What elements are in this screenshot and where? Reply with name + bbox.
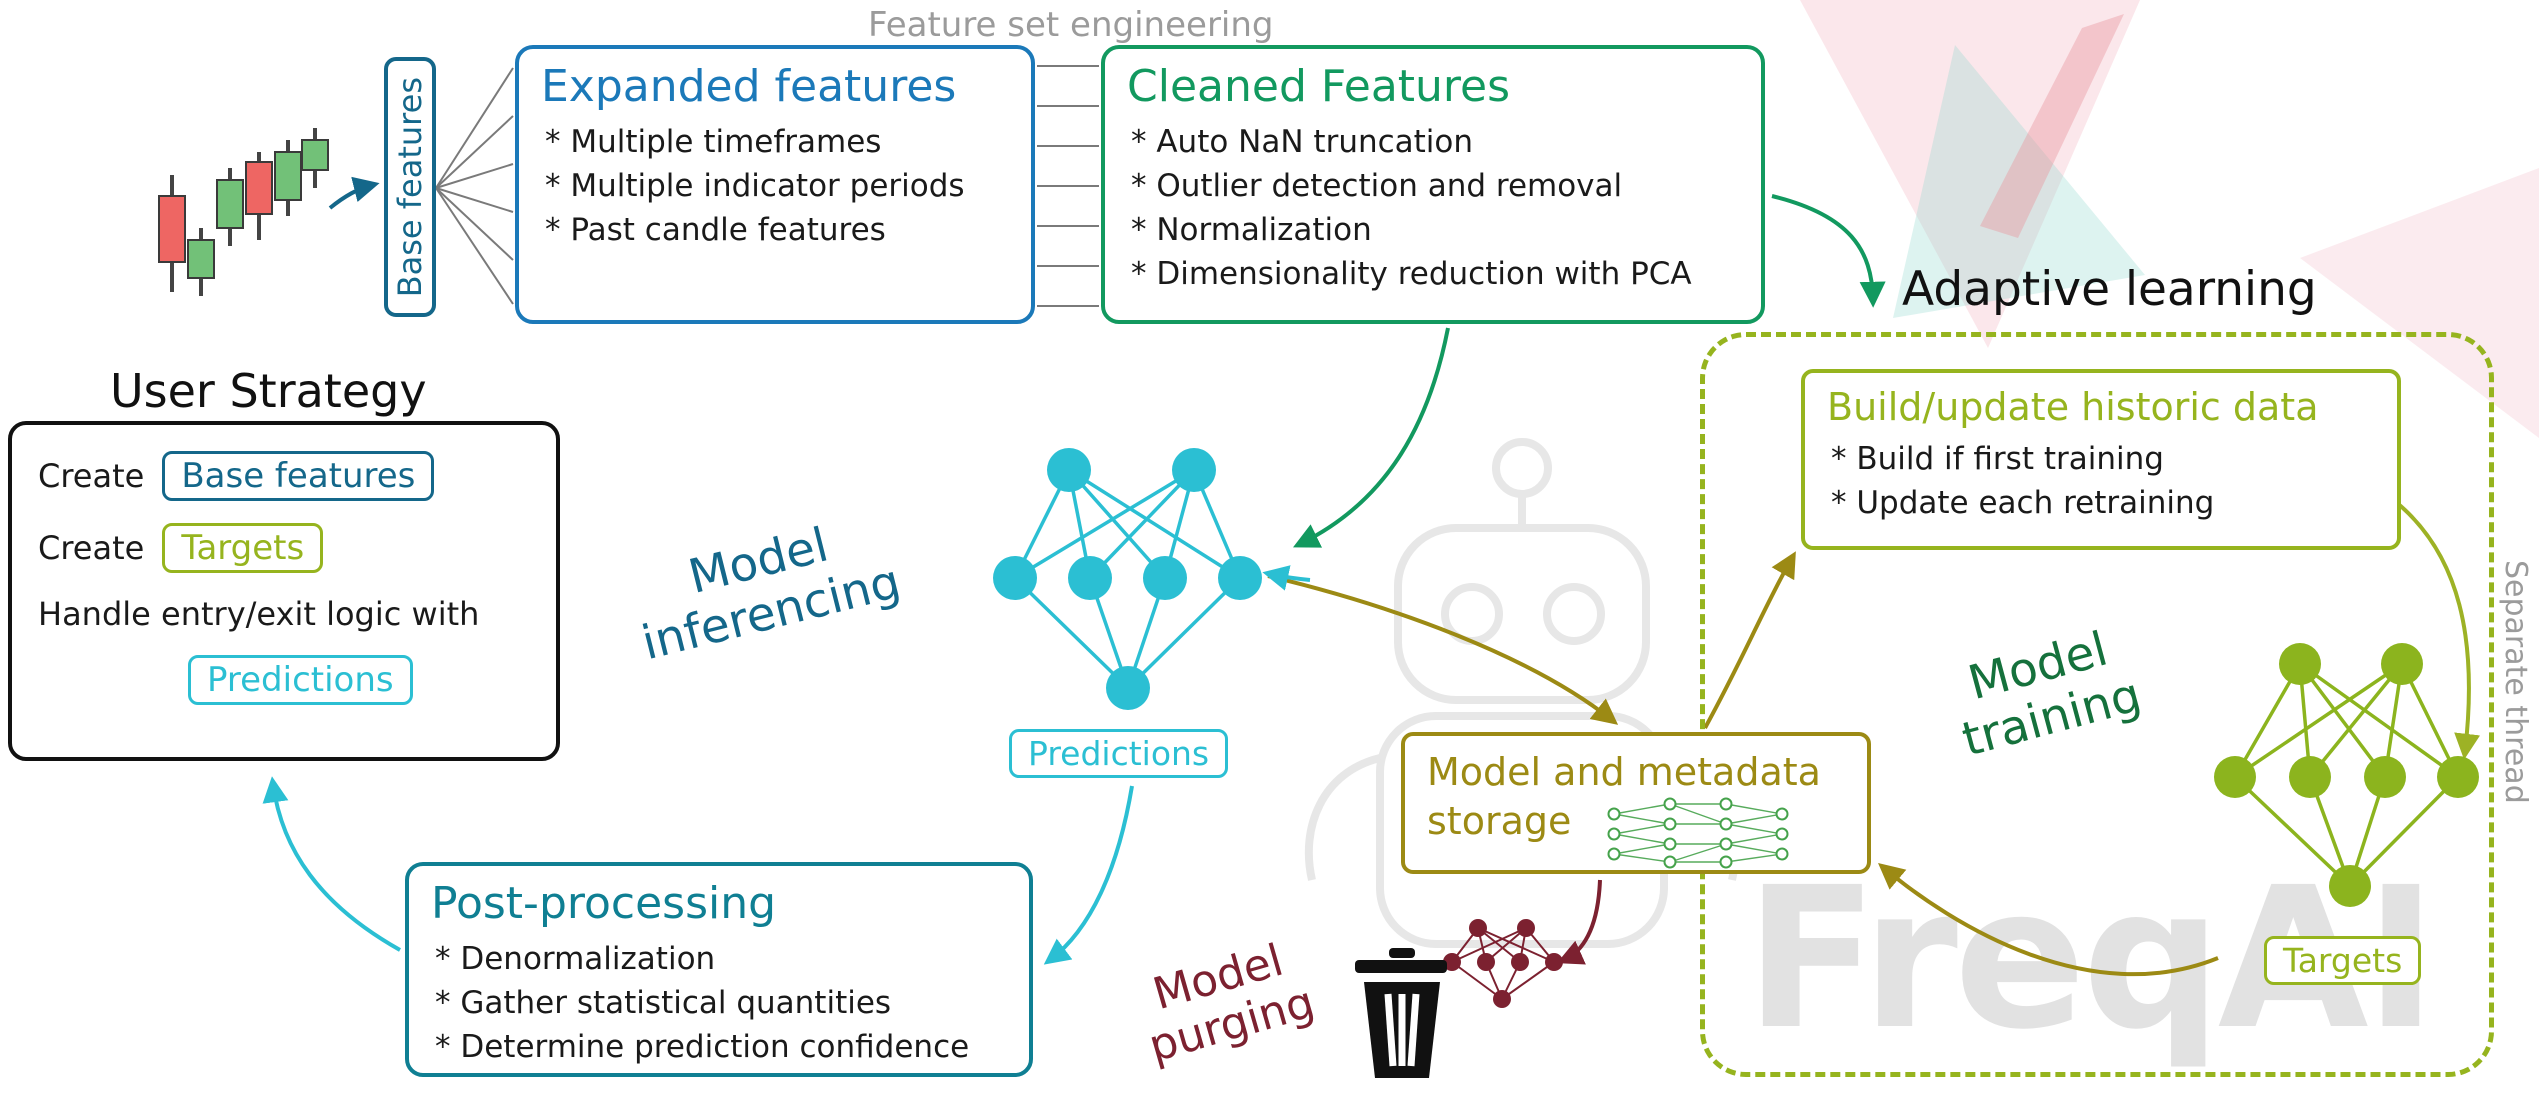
create-base-features-row: Create Base features [38, 451, 530, 501]
build-update-title: Build/update historic data [1827, 385, 2319, 429]
expanded-features-box: Expanded features * Multiple timeframes … [515, 45, 1035, 324]
feature-set-engineering-label: Feature set engineering [868, 5, 1274, 45]
arrow-storage-to-purge [1556, 879, 1602, 965]
cleaned-features-title: Cleaned Features [1127, 61, 1511, 112]
list-item: * Multiple timeframes [545, 124, 882, 160]
list-item: * Multiple indicator periods [545, 168, 965, 205]
base-features-box: Base features [384, 57, 436, 317]
list-item: * Update each retraining [1831, 485, 2215, 522]
cleaned-features-box: Cleaned Features * Auto NaN truncation *… [1101, 45, 1765, 324]
predictions-row: Predictions [38, 655, 530, 705]
arrow-cleaned-to-adaptive [1771, 194, 1886, 308]
separate-thread-label: Separate thread [2498, 560, 2533, 804]
post-processing-title: Post-processing [431, 878, 777, 929]
arrow-network-to-storage [1267, 574, 1619, 725]
predictions-chip: Predictions [1009, 729, 1229, 778]
post-processing-list: * Denormalization * Gather statistical q… [409, 929, 1029, 1069]
candlestick-chart-icon [158, 128, 329, 296]
list-item: * Normalization [1131, 212, 1372, 249]
list-item: * Denormalization [435, 941, 716, 977]
arrow-candles-to-base [328, 176, 380, 210]
arrow-predictions-to-post [1043, 785, 1134, 965]
predictions-network-icon [993, 448, 1262, 710]
create-targets-row: Create Targets [38, 523, 530, 573]
list-item: * Past candle features [545, 212, 886, 249]
create-label: Create [38, 529, 145, 567]
list-item: * Outlier detection and removal [1131, 168, 1623, 205]
fan-connector-lines [435, 67, 514, 305]
base-features-label: Base features [391, 76, 429, 298]
expanded-features-list: * Multiple timeframes * Multiple indicat… [519, 112, 1031, 252]
storage-line1: Model and metadata [1427, 750, 1821, 794]
create-label: Create [38, 457, 145, 495]
list-item: * Build if first training [1831, 441, 2164, 477]
trash-icon [1355, 948, 1447, 1078]
user-strategy-box: Create Base features Create Targets Hand… [8, 421, 560, 761]
purged-network-icon [1443, 919, 1563, 1008]
post-processing-box: Post-processing * Denormalization * Gath… [405, 862, 1033, 1077]
adaptive-learning-title: Adaptive learning [1902, 262, 2317, 317]
list-item: * Gather statistical quantities [435, 985, 892, 1022]
arrow-post-to-strategy [262, 776, 401, 952]
base-features-chip: Base features [162, 451, 435, 501]
box-connector-lines [1037, 65, 1099, 307]
targets-chip: Targets [2264, 936, 2422, 985]
handle-logic-row: Handle entry/exit logic with [38, 595, 530, 633]
storage-line2: storage [1427, 799, 1572, 844]
model-purging-label: Model purging [1115, 926, 1334, 1076]
list-item: * Auto NaN truncation [1131, 124, 1474, 160]
build-update-list: * Build if first training * Update each … [1805, 429, 2397, 525]
cleaned-features-list: * Auto NaN truncation * Outlier detectio… [1105, 112, 1761, 296]
arrow-cleaned-to-network [1292, 327, 1450, 548]
expanded-features-title: Expanded features [541, 61, 957, 112]
arrow-storage-to-network [1262, 565, 1311, 591]
adaptive-learning-region [1700, 332, 2494, 1077]
targets-chip: Targets [162, 523, 324, 573]
handle-logic-label: Handle entry/exit logic with [38, 595, 480, 633]
list-item: * Dimensionality reduction with PCA [1131, 256, 1692, 293]
model-inferencing-label: Model inferencing [612, 501, 919, 673]
user-strategy-title: User Strategy [110, 364, 427, 418]
predictions-chip: Predictions [188, 655, 413, 705]
build-update-box: Build/update historic data * Build if fi… [1801, 369, 2401, 550]
model-storage-box: Model and metadata storage [1401, 732, 1871, 874]
list-item: * Determine prediction confidence [435, 1029, 970, 1066]
